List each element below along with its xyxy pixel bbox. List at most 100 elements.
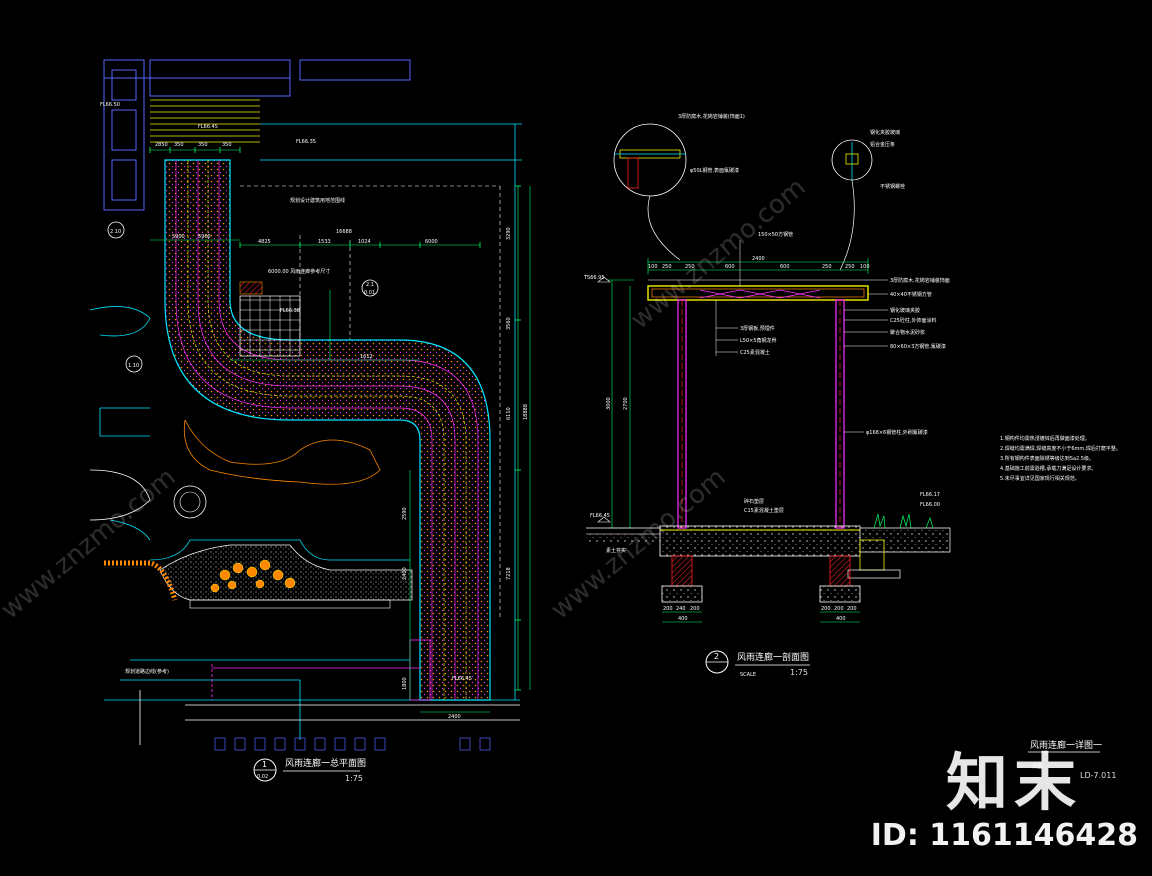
footing-dim-texts: 200 240 200 200 200 200 400 400 bbox=[663, 606, 857, 622]
sheet-title-block: 风雨连廊一详图一 详图 LD-7.011 bbox=[1028, 739, 1116, 780]
section-tag-sheet: SCALE bbox=[740, 672, 756, 678]
watermark-id: ID: 1161146428 bbox=[870, 818, 1138, 853]
ref-a: 2.1 bbox=[366, 282, 374, 288]
plan-dimension-lines bbox=[150, 149, 531, 713]
level-0: FL66.50 bbox=[100, 102, 120, 108]
ref-b: 0.01 bbox=[364, 290, 375, 296]
note-r-2: 钢化玻璃夹胶 bbox=[890, 307, 920, 314]
note-r-5: 80×60×3方钢管,氟碳漆 bbox=[890, 343, 946, 350]
dim-right-1: 3560 bbox=[506, 317, 512, 330]
sdim-5: 250 bbox=[822, 264, 832, 270]
footings bbox=[661, 555, 861, 603]
dim-right-6: 2400 bbox=[402, 567, 408, 580]
section-tag-a: 2.10 bbox=[110, 229, 121, 235]
callout-left-a: 3厚防腐木,花岗岩铺装(饰面1) bbox=[678, 113, 745, 120]
stair-block bbox=[239, 281, 263, 295]
callout-right-b: 铝合金压条 bbox=[870, 141, 895, 148]
callout-left-b: φ50L钢管,表面氟碳漆 bbox=[690, 167, 739, 174]
section-top-dim-texts: 100 250 250 600 600 250 250 100 2400 bbox=[648, 256, 870, 270]
sdim-2: 250 bbox=[685, 264, 695, 270]
tree-ring-outer bbox=[173, 485, 207, 519]
plan-title: 风雨连廊一总平面图 bbox=[285, 757, 366, 769]
fdim-r-1: 200 bbox=[834, 606, 844, 612]
level-1: FL66.45 bbox=[198, 124, 218, 130]
plan-levels: FL66.50 FL66.45 FL66.35 FL66.38 FL66.45 bbox=[100, 102, 472, 682]
section-tag-b: 1.10 bbox=[128, 363, 139, 369]
sdim-7: 100 bbox=[860, 264, 870, 270]
dim-top-1: 350 bbox=[174, 142, 184, 148]
note-bottom: 规划道路边线(参考) bbox=[125, 668, 169, 675]
dim-mid-0: 5900 bbox=[172, 234, 185, 240]
foot-left: 400 bbox=[678, 616, 688, 622]
leader-left bbox=[647, 195, 681, 261]
landscape-outlines bbox=[89, 306, 410, 561]
section-scale: 1:75 bbox=[790, 668, 808, 677]
section-top-dims bbox=[647, 258, 869, 274]
section-view: 3厚防腐木,花岗岩铺装(饰面1) φ50L钢管,表面氟碳漆 钢化夹胶玻璃 铝合金… bbox=[583, 113, 951, 678]
gnote-1: 2.焊缝均需满焊,焊缝高度不小于6mm,焊后打磨平整。 bbox=[1000, 445, 1121, 452]
entrance-steps bbox=[150, 99, 260, 143]
sdim-3: 600 bbox=[725, 264, 735, 270]
leader-right bbox=[839, 179, 855, 271]
dim-mid-4: 1024 bbox=[358, 239, 371, 245]
note-m-2: L50×5角钢龙骨 bbox=[740, 337, 777, 344]
dim-top-0: 2850 bbox=[155, 142, 168, 148]
note-m-0: 150×50方钢管 bbox=[758, 231, 793, 238]
parking-marks bbox=[214, 737, 491, 751]
dim-mid-5: 16688 bbox=[336, 229, 352, 235]
section-right-notes: 3厚防腐木,花岗岩铺装饰面 40×40不锈钢方管 钢化玻璃夹胶 C25砼柱,外饰… bbox=[866, 277, 950, 436]
plan-tag-num: 1 bbox=[262, 760, 267, 769]
fdim-l-0: 200 bbox=[663, 606, 673, 612]
building-outline bbox=[103, 59, 411, 211]
dim-right-4: 7218 bbox=[506, 567, 512, 580]
gravel-bed bbox=[159, 544, 413, 601]
sdim-4: 600 bbox=[780, 264, 790, 270]
bed-edge bbox=[189, 599, 391, 609]
ground-slab bbox=[586, 525, 951, 579]
callout-right-c: 不锈钢螺栓 bbox=[880, 183, 905, 190]
foot-right: 400 bbox=[836, 616, 846, 622]
note-m-3: C25素混凝土 bbox=[740, 349, 770, 356]
note-r-1: 40×40不锈钢方管 bbox=[890, 291, 932, 298]
plan-title-block: 1 0.02 风雨连廊一总平面图 1:75 bbox=[253, 757, 366, 783]
note-m-4: 碎石垫层 bbox=[744, 498, 764, 505]
dim-right-5: 2590 bbox=[402, 507, 408, 520]
sheet-code: LD-7.011 bbox=[1080, 771, 1116, 780]
wm-site-2: www.znzmo.com bbox=[625, 172, 811, 335]
note-r-0: 3厚防腐木,花岗岩铺装饰面 bbox=[890, 277, 950, 284]
curved-steps bbox=[104, 560, 178, 601]
level-4: FL66.45 bbox=[452, 676, 472, 682]
level-right-b: FL66.00 bbox=[920, 502, 940, 508]
tree-ring-inner bbox=[179, 491, 201, 513]
shrub-cluster bbox=[210, 559, 296, 593]
section-title: 风雨连廊一剖面图 bbox=[737, 651, 809, 663]
dim-right-3: 18888 bbox=[523, 404, 529, 420]
gnote-3: 4.基础施工前需验槽,承载力满足设计要求。 bbox=[1000, 465, 1096, 472]
level-marker-ground bbox=[597, 516, 611, 523]
dim-right-7: 1800 bbox=[402, 677, 408, 690]
sdim-1: 250 bbox=[662, 264, 672, 270]
label-base: C15素混凝土垫层 bbox=[744, 507, 784, 514]
plan-notes: 规划设计建筑用地范围线 6000.00 风雨连廊参考尺寸 规划道路边线(参考) bbox=[125, 197, 345, 675]
dim-mid-1: 5900 bbox=[198, 234, 211, 240]
height-a: 3000 bbox=[606, 397, 612, 410]
label-base-b: 素土夯实 bbox=[606, 547, 626, 554]
dim-top-2: 350 bbox=[198, 142, 208, 148]
sheet-name: 风雨连廊一详图一 bbox=[1030, 739, 1102, 751]
fdim-r-2: 200 bbox=[847, 606, 857, 612]
level-top: TS66.95 bbox=[583, 275, 605, 281]
gnote-0: 1.钢构件均需热浸镀锌后再做面漆处理。 bbox=[1000, 435, 1090, 442]
lower-paving bbox=[139, 639, 520, 745]
note-top: 规划设计建筑用地范围线 bbox=[290, 197, 345, 204]
dim-bottom: 2400 bbox=[448, 714, 461, 720]
plan-dim-ticks bbox=[149, 147, 521, 691]
label-column: φ168×6钢管柱,外刷氟碳漆 bbox=[866, 429, 928, 436]
note-r-4: 聚合物水泥砂浆 bbox=[890, 329, 925, 336]
section-tag-num: 2 bbox=[714, 652, 719, 661]
level-2: FL66.35 bbox=[296, 139, 316, 145]
sheet-sub: 详图 bbox=[1032, 763, 1042, 770]
section-right-leaders bbox=[844, 279, 888, 433]
dim-mid-7: 6000 bbox=[425, 239, 438, 245]
detail-bubble-left bbox=[613, 123, 687, 197]
